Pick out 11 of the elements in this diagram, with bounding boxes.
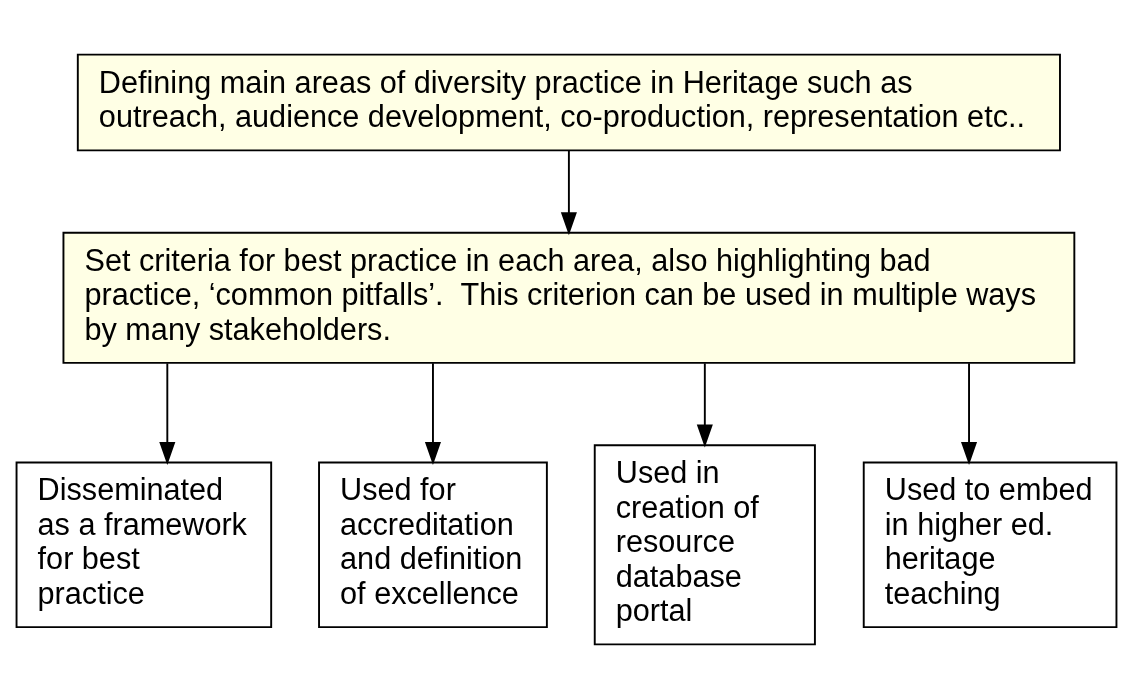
node-box: Defining main areas of diversity practice in Heritage such as outreach, audience development, co-production, representation etc.. [76, 53, 1061, 152]
arrow [560, 149, 577, 236]
node-box: Used for accreditation and definition of excellence [318, 461, 548, 629]
node-box: Used in creation of resource database portal [593, 444, 816, 646]
arrow [696, 362, 713, 448]
arrow [961, 362, 978, 465]
node-box: Used to embed in higher ed. heritage teaching [862, 461, 1118, 629]
arrow [424, 362, 441, 465]
node-box: Set criteria for best practice in each area, also highlighting bad practice, ‘common pitfalls’. This criterion can be used in multiple ways by many stakeholders. [62, 231, 1076, 364]
arrow [159, 362, 176, 465]
node-box: Disseminated as a framework for best practice [15, 461, 273, 629]
